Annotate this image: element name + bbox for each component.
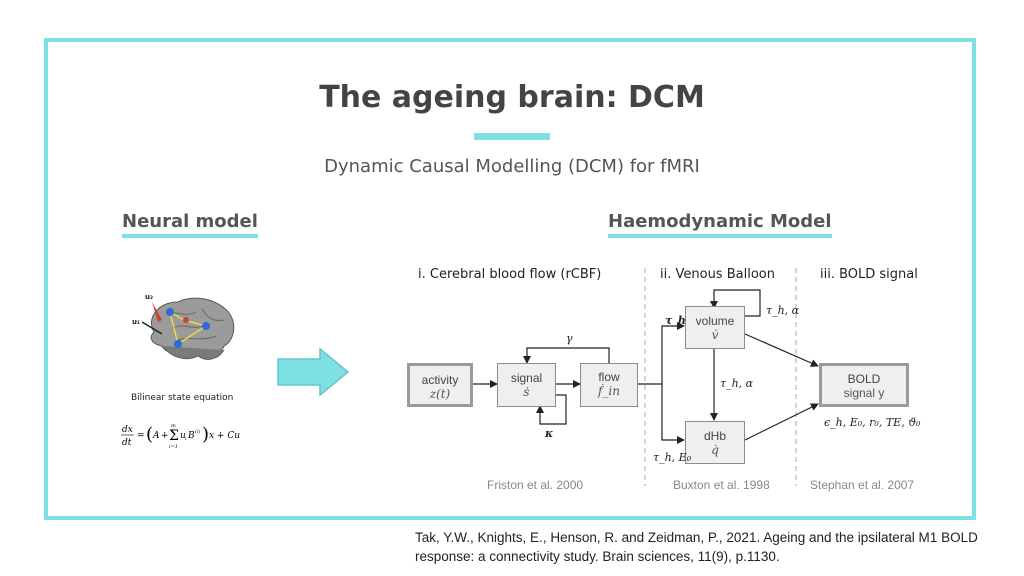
dhb-symbol: q̇ bbox=[711, 443, 719, 457]
input-u2-arrow bbox=[152, 302, 162, 322]
gamma-param: γ bbox=[566, 332, 573, 345]
dhb-label: dHb bbox=[703, 429, 726, 443]
flow-box: flow ḟ_in bbox=[580, 363, 638, 407]
activity-box: activity z(t) bbox=[407, 363, 473, 407]
svg-text:dx: dx bbox=[122, 425, 133, 435]
region-node bbox=[202, 322, 210, 330]
region-node bbox=[174, 340, 182, 348]
bilinear-equation: dx dt = ( A + Σ m i=1 u i B (i) ) x + Cu bbox=[121, 423, 240, 450]
svg-text:i=1: i=1 bbox=[169, 444, 178, 450]
svg-text:u: u bbox=[180, 431, 186, 441]
svg-text:B: B bbox=[187, 431, 195, 441]
citation-friston: Friston et al. 2000 bbox=[487, 478, 584, 492]
haemodynamic-model-heading: Haemodynamic Model bbox=[608, 211, 832, 238]
region-node bbox=[183, 317, 189, 323]
neural-model-heading: Neural model bbox=[122, 211, 258, 238]
title-underline bbox=[474, 133, 550, 140]
column-label-cbf: i. Cerebral blood flow (rCBF) bbox=[418, 267, 602, 282]
input-u1-line bbox=[141, 321, 163, 335]
bold-symbol: signal y bbox=[843, 386, 885, 400]
svg-text:=: = bbox=[137, 431, 145, 441]
u2-label: u₂ bbox=[145, 293, 153, 301]
svg-text:dt: dt bbox=[122, 438, 132, 448]
svg-text:+: + bbox=[161, 431, 169, 441]
flow-symbol: ḟ_in bbox=[597, 384, 620, 398]
bilinear-equation-label: Bilinear state equation bbox=[131, 393, 234, 403]
slide-title: The ageing brain: DCM bbox=[319, 80, 705, 115]
brain-illustration: u₂ u₁ bbox=[132, 293, 235, 360]
flow-label: flow bbox=[598, 370, 620, 384]
region-node bbox=[166, 308, 174, 316]
kappa-param: κ bbox=[545, 427, 554, 440]
svg-text:A: A bbox=[152, 431, 160, 441]
slide-frame bbox=[44, 38, 976, 520]
tau-volume-param: τ_h bbox=[665, 314, 686, 327]
u1-label: u₁ bbox=[132, 318, 140, 326]
reference-text: Tak, Y.W., Knights, E., Henson, R. and Z… bbox=[415, 530, 978, 564]
volume-symbol: v̇ bbox=[711, 328, 719, 342]
citation-stephan: Stephan et al. 2007 bbox=[810, 478, 915, 492]
volume-box: volume v̇ bbox=[685, 306, 745, 349]
svg-text:m: m bbox=[171, 423, 176, 429]
bold-box: BOLD signal y bbox=[819, 363, 909, 407]
svg-text:i: i bbox=[185, 436, 187, 442]
bold-label: BOLD bbox=[847, 372, 881, 386]
signal-label: signal bbox=[510, 371, 543, 385]
svg-text:x + Cu: x + Cu bbox=[209, 431, 240, 441]
tau-alpha-loop-param: τ_h, α bbox=[766, 304, 800, 317]
activity-symbol: z(t) bbox=[429, 387, 451, 401]
column-label-venous: ii. Venous Balloon bbox=[660, 267, 775, 282]
tau-alpha-param: τ_h, α bbox=[720, 377, 754, 390]
dhb-box: dHb q̇ bbox=[685, 421, 745, 464]
column-label-bold: iii. BOLD signal bbox=[820, 267, 918, 282]
svg-text:): ) bbox=[202, 424, 209, 445]
tau-e0-param: τ_h, E₀ bbox=[653, 451, 692, 464]
model-transition-arrow bbox=[277, 347, 350, 397]
bold-params: ϵ_h, E₀, r₀, TE, ϑ₀ bbox=[824, 416, 921, 429]
volume-label: volume bbox=[695, 314, 735, 328]
citation-buxton: Buxton et al. 1998 bbox=[673, 478, 770, 492]
slide-subtitle: Dynamic Causal Modelling (DCM) for fMRI bbox=[324, 156, 700, 177]
svg-text:Σ: Σ bbox=[169, 428, 179, 444]
svg-text:(: ( bbox=[146, 424, 153, 445]
svg-text:(i): (i) bbox=[195, 428, 201, 435]
signal-box: signal ṡ bbox=[497, 363, 556, 407]
signal-symbol: ṡ bbox=[523, 385, 530, 399]
activity-label: activity bbox=[421, 373, 459, 387]
